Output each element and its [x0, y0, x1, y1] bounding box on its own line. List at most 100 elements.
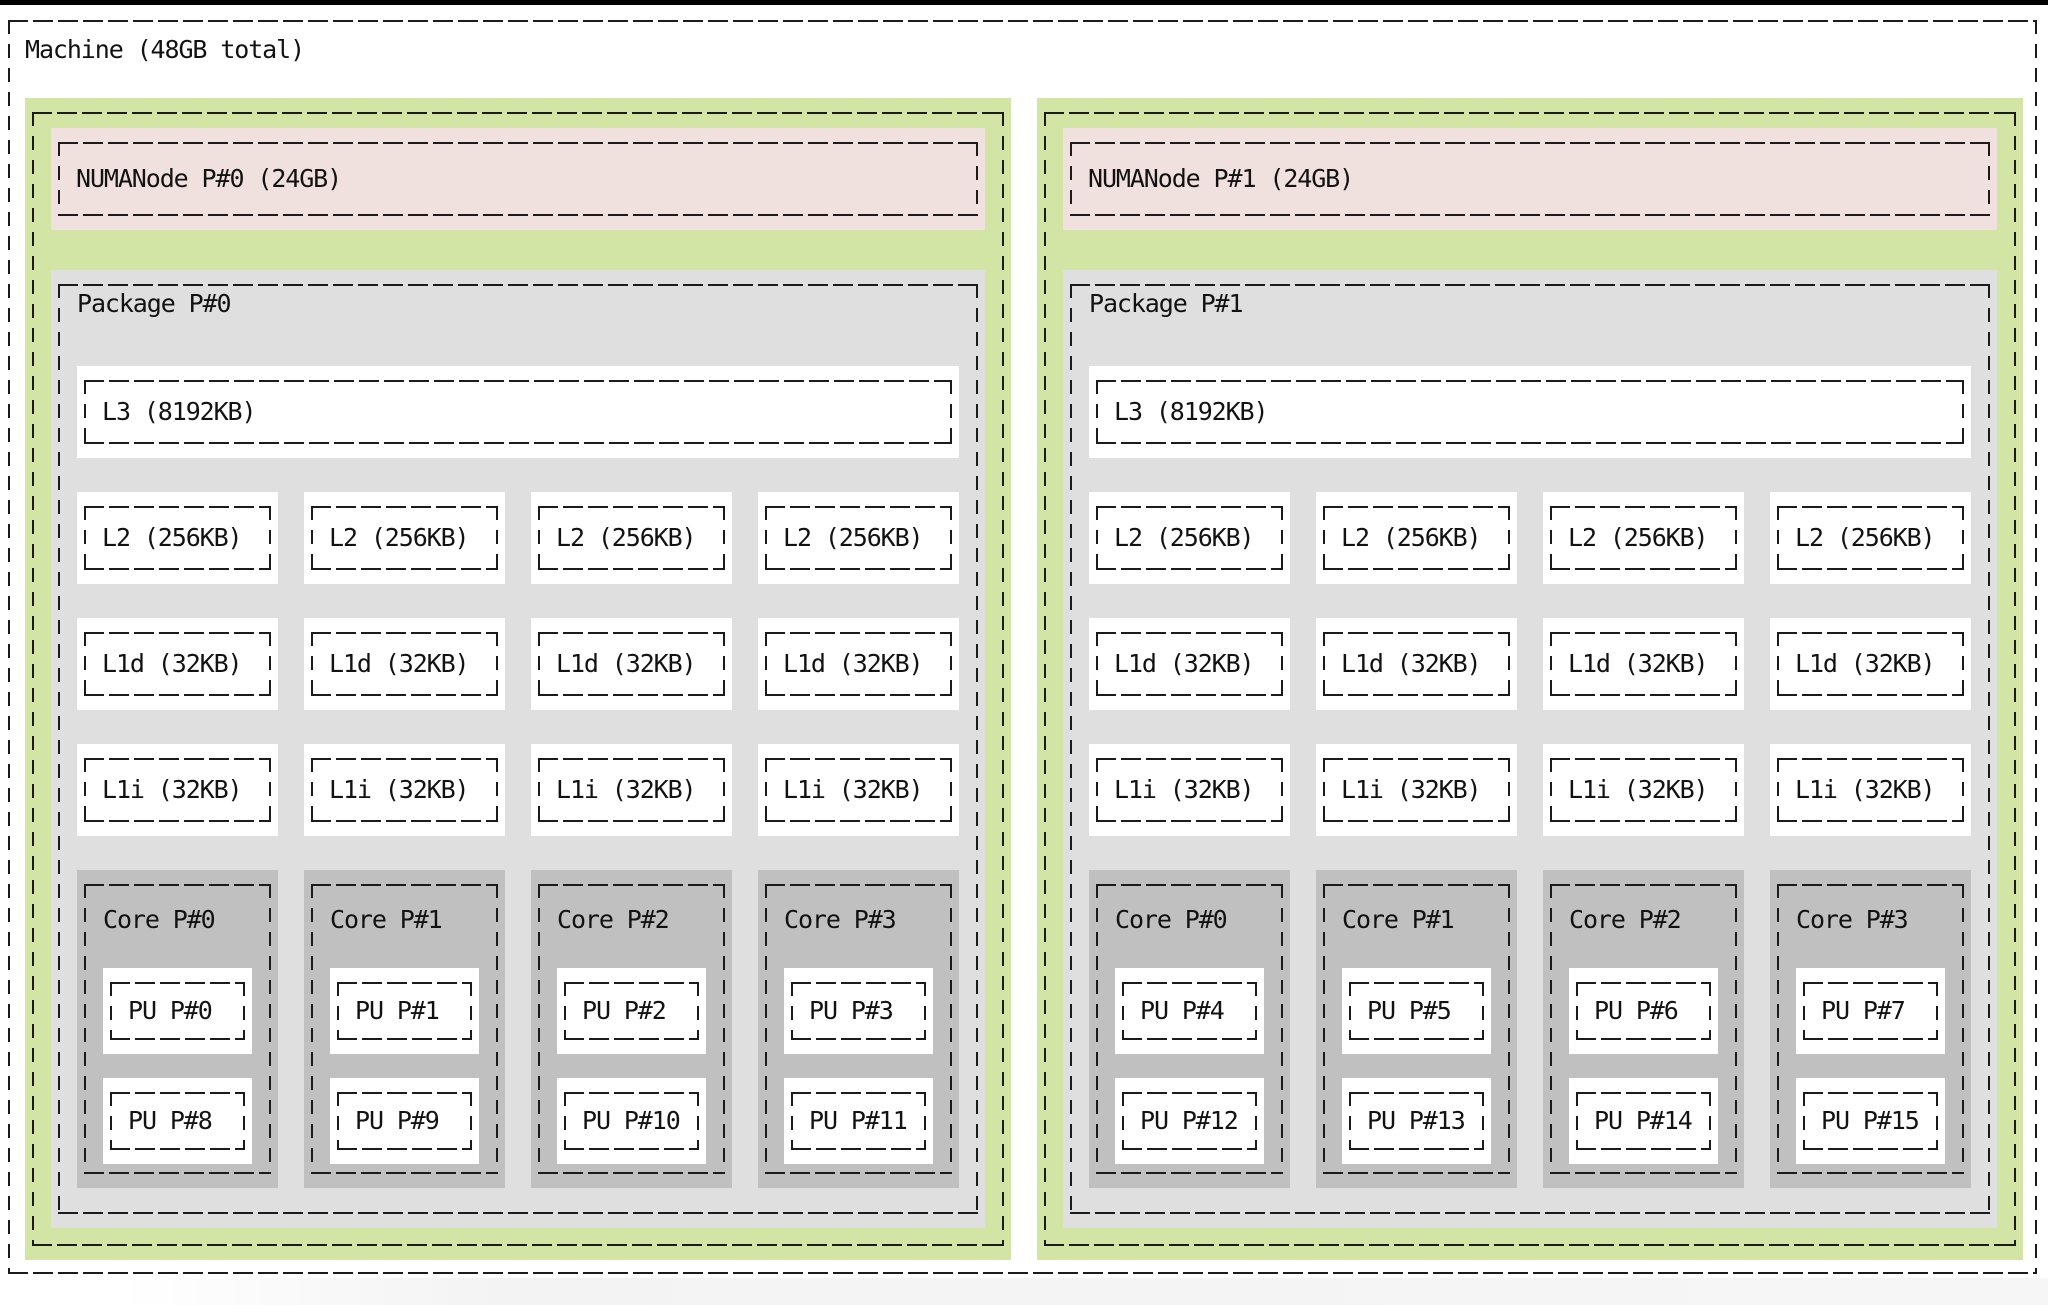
- l2-cache-label: L2 (256KB): [783, 523, 924, 552]
- core-box: Core P#3 PU P#7 PU P#15: [1770, 870, 1971, 1188]
- pu-label: PU P#3: [809, 996, 894, 1025]
- core-label: Core P#2: [557, 905, 670, 934]
- pu-label: PU P#1: [355, 996, 440, 1025]
- l1d-cache-label: L1d (32KB): [1795, 649, 1936, 678]
- core-box: Core P#3 PU P#3 PU P#11: [758, 870, 959, 1188]
- pu-label: PU P#12: [1140, 1106, 1239, 1135]
- window-bottom-strip: [0, 1278, 2048, 1305]
- pu-box: PU P#5: [1342, 968, 1491, 1054]
- pu-label: PU P#10: [582, 1106, 681, 1135]
- pu-label: PU P#11: [809, 1106, 908, 1135]
- l1d-cache-box: L1d (32KB): [1770, 618, 1971, 710]
- pu-box: PU P#2: [557, 968, 706, 1054]
- l2-cache-box: L2 (256KB): [1770, 492, 1971, 584]
- l2-cache-row: L2 (256KB) L2 (256KB) L2 (256KB) L2 (256…: [1089, 492, 1971, 584]
- pu-box: PU P#8: [103, 1078, 252, 1164]
- l2-cache-row: L2 (256KB) L2 (256KB) L2 (256KB) L2 (256…: [77, 492, 959, 584]
- l1i-cache-row: L1i (32KB) L1i (32KB) L1i (32KB) L1i (32…: [77, 744, 959, 836]
- pu-label: PU P#8: [128, 1106, 213, 1135]
- pu-label: PU P#14: [1594, 1106, 1693, 1135]
- l2-cache-box: L2 (256KB): [758, 492, 959, 584]
- core-label: Core P#0: [1115, 905, 1228, 934]
- package-label: Package P#1: [1089, 289, 1244, 318]
- l3-cache-label: L3 (8192KB): [102, 397, 257, 426]
- l1d-cache-row: L1d (32KB) L1d (32KB) L1d (32KB) L1d (32…: [1089, 618, 1971, 710]
- l2-cache-box: L2 (256KB): [77, 492, 278, 584]
- l1i-cache-label: L1i (32KB): [102, 775, 243, 804]
- l1i-cache-row: L1i (32KB) L1i (32KB) L1i (32KB) L1i (32…: [1089, 744, 1971, 836]
- l2-cache-label: L2 (256KB): [556, 523, 697, 552]
- l1d-cache-label: L1d (32KB): [1341, 649, 1482, 678]
- cores-row: Core P#0 PU P#4 PU P#12 Core P#1 PU P#5 …: [1089, 870, 1971, 1188]
- l3-cache-label: L3 (8192KB): [1114, 397, 1269, 426]
- l1d-cache-box: L1d (32KB): [1089, 618, 1290, 710]
- numanode-box-0: NUMANode P#0 (24GB): [51, 128, 985, 230]
- pu-box: PU P#4: [1115, 968, 1264, 1054]
- l1d-cache-box: L1d (32KB): [1543, 618, 1744, 710]
- numa-group-0: NUMANode P#0 (24GB) Package P#0 L3 (8192…: [25, 98, 1011, 1260]
- l1d-cache-row: L1d (32KB) L1d (32KB) L1d (32KB) L1d (32…: [77, 618, 959, 710]
- core-box: Core P#1 PU P#1 PU P#9: [304, 870, 505, 1188]
- l1i-cache-label: L1i (32KB): [1114, 775, 1255, 804]
- l1d-cache-box: L1d (32KB): [1316, 618, 1517, 710]
- package-label: Package P#0: [77, 289, 232, 318]
- pu-label: PU P#0: [128, 996, 213, 1025]
- numa-groups-row: NUMANode P#0 (24GB) Package P#0 L3 (8192…: [25, 98, 2023, 1260]
- l2-cache-box: L2 (256KB): [1543, 492, 1744, 584]
- pu-label: PU P#9: [355, 1106, 440, 1135]
- l1i-cache-box: L1i (32KB): [304, 744, 505, 836]
- l1i-cache-label: L1i (32KB): [556, 775, 697, 804]
- pu-label: PU P#13: [1367, 1106, 1466, 1135]
- pu-label: PU P#4: [1140, 996, 1225, 1025]
- numa-group-1: NUMANode P#1 (24GB) Package P#1 L3 (8192…: [1037, 98, 2023, 1260]
- l1i-cache-label: L1i (32KB): [1341, 775, 1482, 804]
- pu-box: PU P#1: [330, 968, 479, 1054]
- l2-cache-label: L2 (256KB): [1114, 523, 1255, 552]
- l2-cache-label: L2 (256KB): [1568, 523, 1709, 552]
- pu-box: PU P#14: [1569, 1078, 1718, 1164]
- pu-label: PU P#15: [1821, 1106, 1920, 1135]
- pu-label: PU P#6: [1594, 996, 1679, 1025]
- cores-row: Core P#0 PU P#0 PU P#8 Core P#1 PU P#1 P…: [77, 870, 959, 1188]
- pu-box: PU P#12: [1115, 1078, 1264, 1164]
- l2-cache-box: L2 (256KB): [531, 492, 732, 584]
- pu-label: PU P#7: [1821, 996, 1906, 1025]
- machine-box: Machine (48GB total) NUMANode P#0 (24GB)…: [8, 20, 2037, 1274]
- core-label: Core P#3: [1796, 905, 1909, 934]
- pu-box: PU P#0: [103, 968, 252, 1054]
- pu-box: PU P#11: [784, 1078, 933, 1164]
- l1i-cache-box: L1i (32KB): [1543, 744, 1744, 836]
- l1i-cache-label: L1i (32KB): [1568, 775, 1709, 804]
- l1d-cache-label: L1d (32KB): [1114, 649, 1255, 678]
- l1d-cache-label: L1d (32KB): [556, 649, 697, 678]
- pu-box: PU P#10: [557, 1078, 706, 1164]
- l1i-cache-box: L1i (32KB): [1770, 744, 1971, 836]
- pu-box: PU P#6: [1569, 968, 1718, 1054]
- l2-cache-box: L2 (256KB): [1316, 492, 1517, 584]
- pu-label: PU P#2: [582, 996, 667, 1025]
- l1i-cache-label: L1i (32KB): [329, 775, 470, 804]
- l1d-cache-box: L1d (32KB): [531, 618, 732, 710]
- l2-cache-label: L2 (256KB): [1795, 523, 1936, 552]
- l3-cache-box: L3 (8192KB): [77, 366, 959, 458]
- l1i-cache-box: L1i (32KB): [1316, 744, 1517, 836]
- l3-cache-box: L3 (8192KB): [1089, 366, 1971, 458]
- pu-label: PU P#5: [1367, 996, 1452, 1025]
- pu-box: PU P#15: [1796, 1078, 1945, 1164]
- l1d-cache-label: L1d (32KB): [783, 649, 924, 678]
- l1d-cache-box: L1d (32KB): [758, 618, 959, 710]
- core-label: Core P#1: [1342, 905, 1455, 934]
- pu-box: PU P#3: [784, 968, 933, 1054]
- l1d-cache-box: L1d (32KB): [304, 618, 505, 710]
- l1i-cache-label: L1i (32KB): [783, 775, 924, 804]
- l1i-cache-label: L1i (32KB): [1795, 775, 1936, 804]
- l1d-cache-label: L1d (32KB): [1568, 649, 1709, 678]
- l1i-cache-box: L1i (32KB): [1089, 744, 1290, 836]
- package-box-1: Package P#1 L3 (8192KB) L2 (256KB) L2 (2…: [1063, 270, 1997, 1228]
- core-box: Core P#0 PU P#0 PU P#8: [77, 870, 278, 1188]
- core-box: Core P#2 PU P#6 PU P#14: [1543, 870, 1744, 1188]
- l1i-cache-box: L1i (32KB): [531, 744, 732, 836]
- l1i-cache-box: L1i (32KB): [77, 744, 278, 836]
- core-box: Core P#0 PU P#4 PU P#12: [1089, 870, 1290, 1188]
- numanode-label: NUMANode P#1 (24GB): [1088, 164, 1354, 193]
